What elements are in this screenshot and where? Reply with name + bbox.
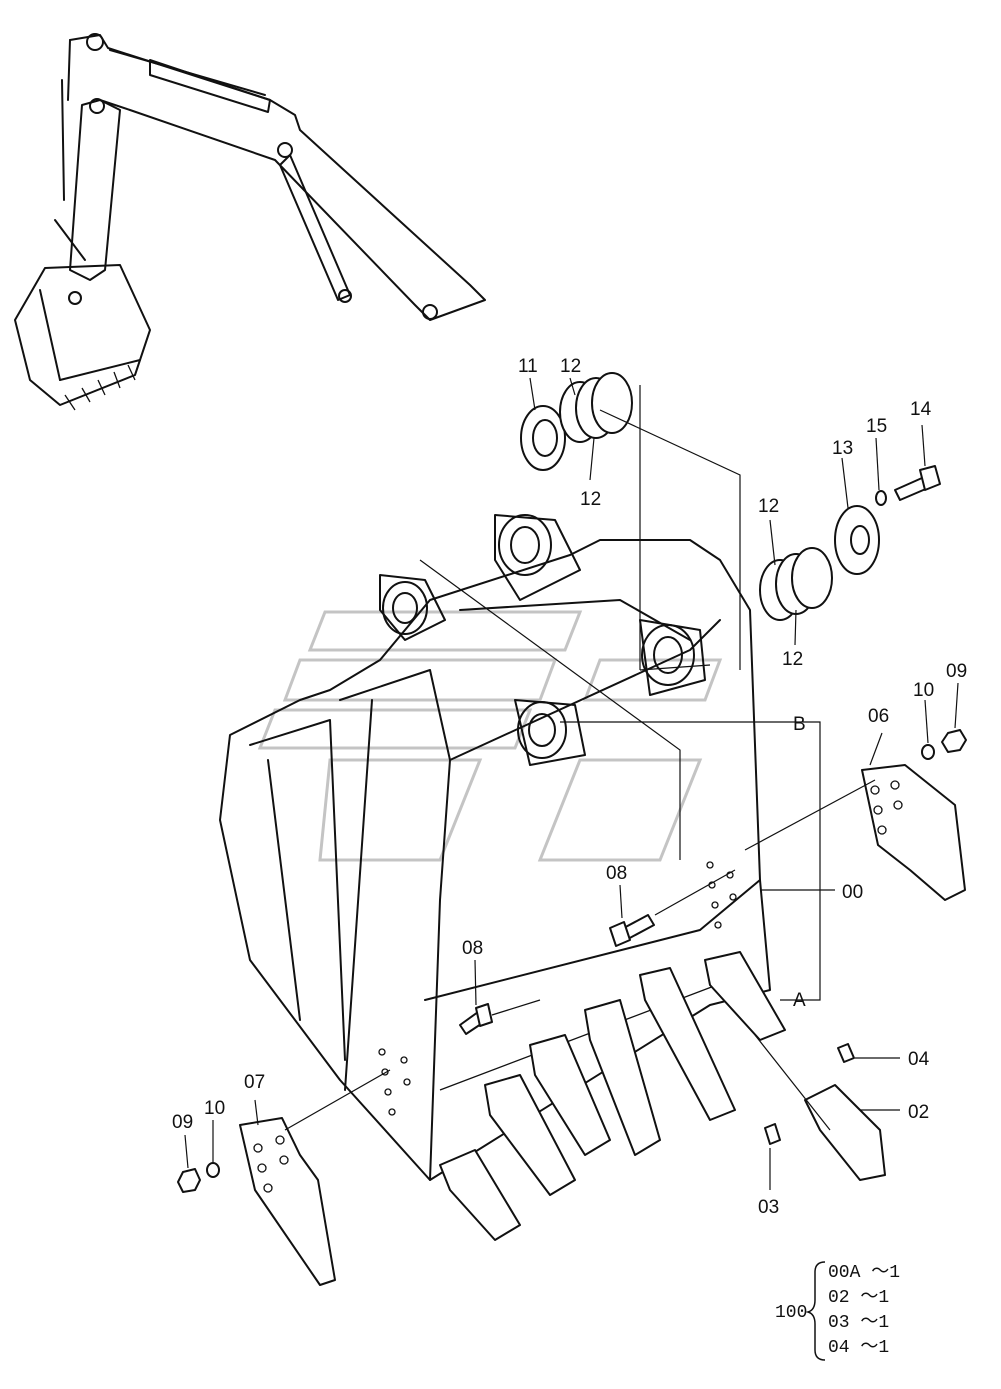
callout-11: 11: [518, 356, 538, 377]
callout-09: 09: [172, 1112, 193, 1133]
kit-line: 00A ～1: [828, 1263, 900, 1283]
callout-14: 14: [910, 399, 932, 420]
washer-10-right: [921, 744, 935, 760]
tooth-point-02: [804, 1084, 886, 1181]
callout-A: A: [793, 990, 806, 1011]
callout-10: 10: [913, 680, 934, 701]
tooth-pin-04: [837, 1043, 855, 1063]
kit-table: 100 00A ～1 02 ～1 03 ～1 04 ～1: [775, 1261, 900, 1361]
callout-12: 12: [758, 496, 779, 517]
callout-04: 04: [908, 1049, 930, 1070]
callout-08: 08: [606, 863, 627, 884]
callout-09: 09: [946, 661, 967, 682]
excavator-inset: [14, 33, 486, 411]
side-cutter-07: [239, 1117, 336, 1286]
bolt-08-upper: [609, 914, 655, 947]
kit-label: 100: [775, 1303, 807, 1323]
side-bolt-holes-left: [378, 1048, 411, 1116]
watermark-logo: [257, 610, 723, 862]
callout-13: 13: [832, 438, 853, 459]
tooth-lock-03: [764, 1123, 781, 1145]
callout-03: 03: [758, 1197, 779, 1218]
retainer-plate-13: [834, 505, 880, 575]
pin-shims-right: [759, 547, 833, 621]
callout-00: 00: [842, 882, 863, 903]
callout-06: 06: [868, 706, 889, 727]
callout-08: 08: [462, 938, 483, 959]
callout-10: 10: [204, 1098, 225, 1119]
side-bolt-holes-right: [706, 861, 737, 929]
kit-line: 02 ～1: [828, 1288, 889, 1308]
kit-line: 04 ～1: [828, 1338, 889, 1358]
washer-10-left: [206, 1162, 220, 1178]
bolt-14: [894, 465, 941, 501]
callout-labels: 11 12 12 12 12 13 15 14 09 10 06 B 00 08…: [172, 356, 967, 1218]
bucket-teeth: [439, 951, 786, 1241]
callout-02: 02: [908, 1102, 929, 1123]
nut-09-right: [941, 729, 967, 753]
callout-12: 12: [560, 356, 581, 377]
callout-12: 12: [580, 489, 601, 510]
callout-15: 15: [866, 416, 887, 437]
side-cutter-06: [861, 764, 966, 901]
lock-washer-15: [875, 490, 887, 506]
nut-09-left: [177, 1168, 201, 1193]
callout-07: 07: [244, 1072, 265, 1093]
leader-lines: [184, 377, 959, 1190]
bolt-08-lower: [459, 1003, 493, 1035]
kit-line: 03 ～1: [828, 1313, 889, 1333]
callout-12: 12: [782, 649, 803, 670]
pin-collar-and-shims-top: [520, 372, 633, 471]
callout-B: B: [793, 714, 806, 735]
